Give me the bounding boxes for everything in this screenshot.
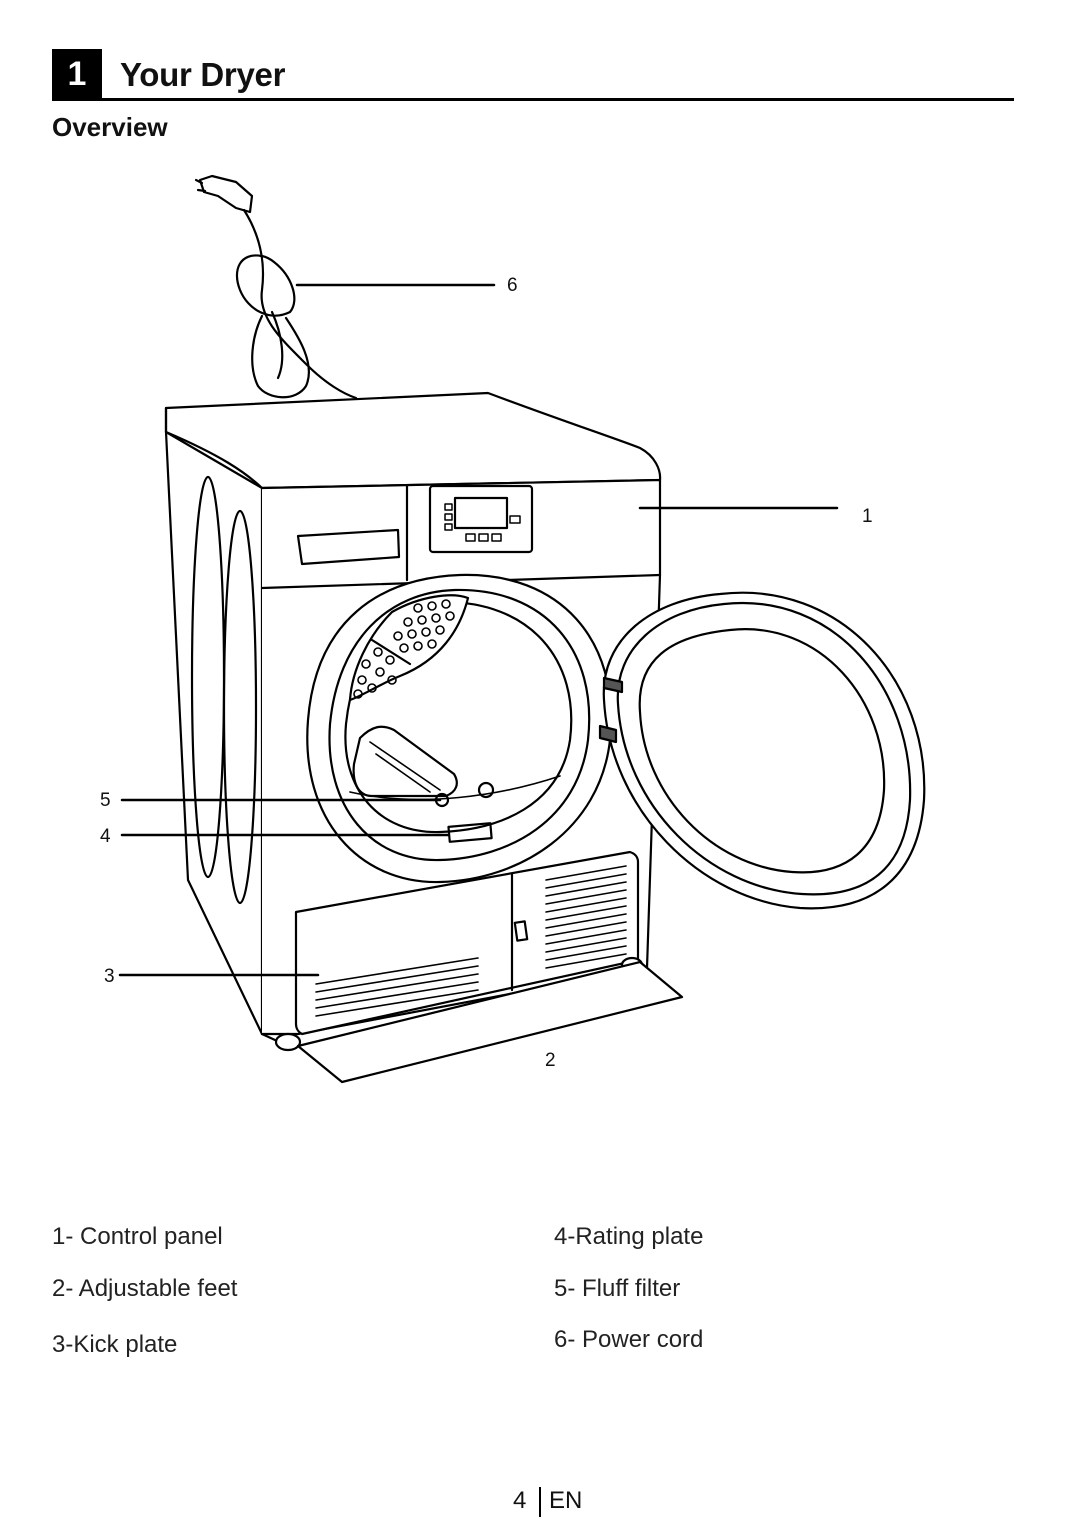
callout-4: 4 <box>100 826 111 847</box>
fluff-filter <box>352 725 458 798</box>
control-panel <box>428 484 534 554</box>
chapter-number-badge: 1 <box>52 49 102 99</box>
legend-item-power-cord: 6- Power cord <box>554 1326 704 1353</box>
legend-item-control-panel: 1- Control panel <box>52 1223 223 1250</box>
page-number: 4 <box>513 1487 527 1514</box>
callout-2: 2 <box>545 1050 556 1071</box>
rating-plate <box>447 822 493 843</box>
power-cord <box>194 174 358 400</box>
legend-item-adjustable-feet: 2- Adjustable feet <box>52 1275 238 1302</box>
adjustable-feet <box>274 956 684 1084</box>
door-opening <box>306 573 613 884</box>
chapter-title: Your Dryer <box>120 56 286 93</box>
legend-item-fluff-filter: 5- Fluff filter <box>554 1275 681 1302</box>
title-rule <box>52 98 1014 101</box>
footer-separator <box>539 1487 541 1517</box>
open-door <box>598 591 926 910</box>
callout-3: 3 <box>104 966 115 987</box>
legend-item-kick-plate: 3-Kick plate <box>52 1331 178 1358</box>
section-title: Overview <box>52 112 168 142</box>
callout-5: 5 <box>100 790 111 811</box>
callout-6: 6 <box>507 275 518 296</box>
callout-1: 1 <box>862 506 873 527</box>
language-code: EN <box>549 1487 583 1514</box>
page-footer: 4 EN <box>0 1487 1080 1523</box>
kick-plate <box>294 850 640 1036</box>
dryer-illustration: 6 1 <box>100 174 926 1084</box>
legend-item-rating-plate: 4-Rating plate <box>554 1223 704 1250</box>
